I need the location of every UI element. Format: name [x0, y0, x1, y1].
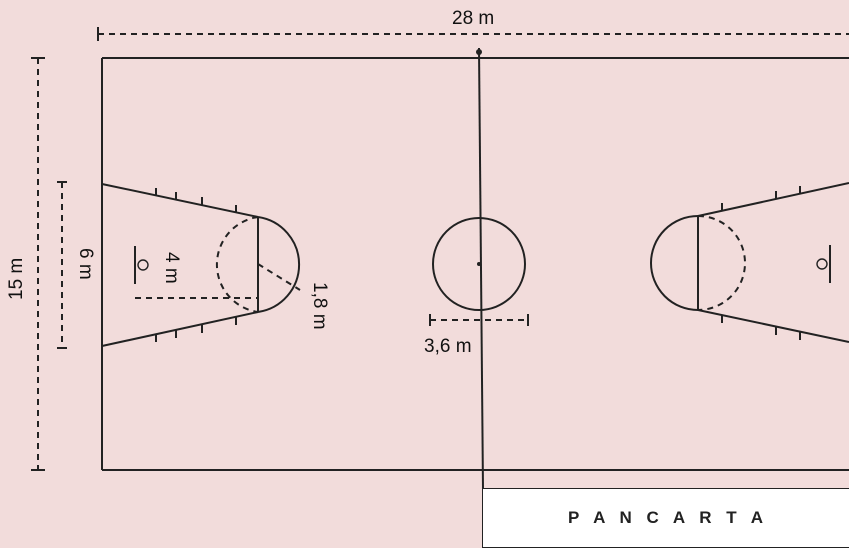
- key-width-label: 6 m: [75, 248, 96, 280]
- left-key-top-line: [101, 183, 259, 218]
- center-line-marker: [476, 49, 482, 55]
- left-circle-radius-line: [257, 263, 301, 291]
- center-circle: [432, 217, 526, 311]
- center-line: [478, 47, 484, 491]
- right-free-throw-circle-outer: [650, 215, 699, 311]
- right-key-bottom-line: [697, 309, 849, 343]
- right-lane-marks: [721, 186, 801, 340]
- left-radius-label: 1,8 m: [309, 282, 330, 330]
- left-lane-marks: [155, 188, 237, 342]
- free-throw-label: 4 m: [161, 252, 182, 284]
- right-basket: [816, 258, 828, 270]
- right-key-top-line: [697, 182, 849, 217]
- right-free-throw-circle-inner: [697, 215, 746, 311]
- left-free-throw-circle-outer: [257, 216, 301, 313]
- left-basket: [137, 259, 149, 271]
- length-label: 28 m: [452, 8, 494, 29]
- center-spot: [477, 262, 481, 266]
- pancarta-text: P A N C A R T A: [568, 508, 768, 527]
- left-free-throw-circle-inner: [215, 216, 259, 313]
- center-circle-label: 3,6 m: [424, 336, 472, 357]
- width-label: 15 m: [6, 258, 27, 300]
- left-key-bottom-line: [101, 311, 259, 347]
- pancarta-banner: P A N C A R T A: [482, 488, 849, 548]
